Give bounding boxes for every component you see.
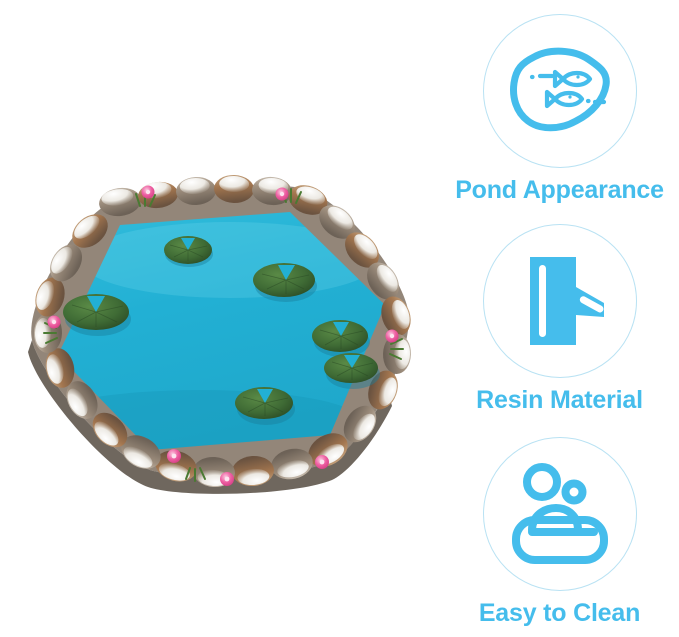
ripple-dash-upper	[529, 73, 554, 80]
resin-pitcher-icon	[529, 257, 604, 345]
rock-group-left	[33, 214, 108, 419]
feature-icon-circle	[482, 437, 637, 591]
feature-easy-to-clean: Easy to Clean	[440, 437, 679, 628]
fish-lower-icon	[544, 89, 584, 109]
feature-icon-circle	[482, 14, 637, 168]
soap-foam-icon	[527, 503, 582, 534]
pitcher-slot-highlight	[538, 265, 546, 337]
pond-lily-pads	[63, 236, 380, 425]
feature-resin-material: Resin Material	[440, 224, 679, 415]
fish-upper-icon	[552, 69, 592, 89]
pond-illustration	[28, 174, 412, 494]
soap-bar-icon	[511, 516, 608, 564]
spout-slot-highlight	[579, 296, 603, 313]
soap-bar-bubbles-icon	[511, 463, 608, 564]
pond-grass-tufts	[43, 188, 404, 482]
feature-label: Resin Material	[476, 386, 643, 414]
feature-label: Pond Appearance	[455, 176, 664, 204]
pond-flowers	[47, 185, 399, 486]
features-panel: Pond Appearance Resin Material	[440, 0, 679, 637]
pond-with-fish-icon	[509, 47, 610, 132]
feature-icon-circle	[482, 224, 637, 378]
rock-group-right	[319, 205, 412, 443]
bubble-small-icon	[561, 479, 586, 505]
bubble-large-icon	[522, 463, 561, 501]
product-image-panel	[0, 150, 455, 530]
feature-label: Easy to Clean	[478, 599, 641, 627]
feature-pond-appearance: Pond Appearance	[440, 14, 679, 205]
ripple-dash-lower	[585, 98, 606, 105]
decorative-resin-pond-image	[0, 150, 455, 530]
